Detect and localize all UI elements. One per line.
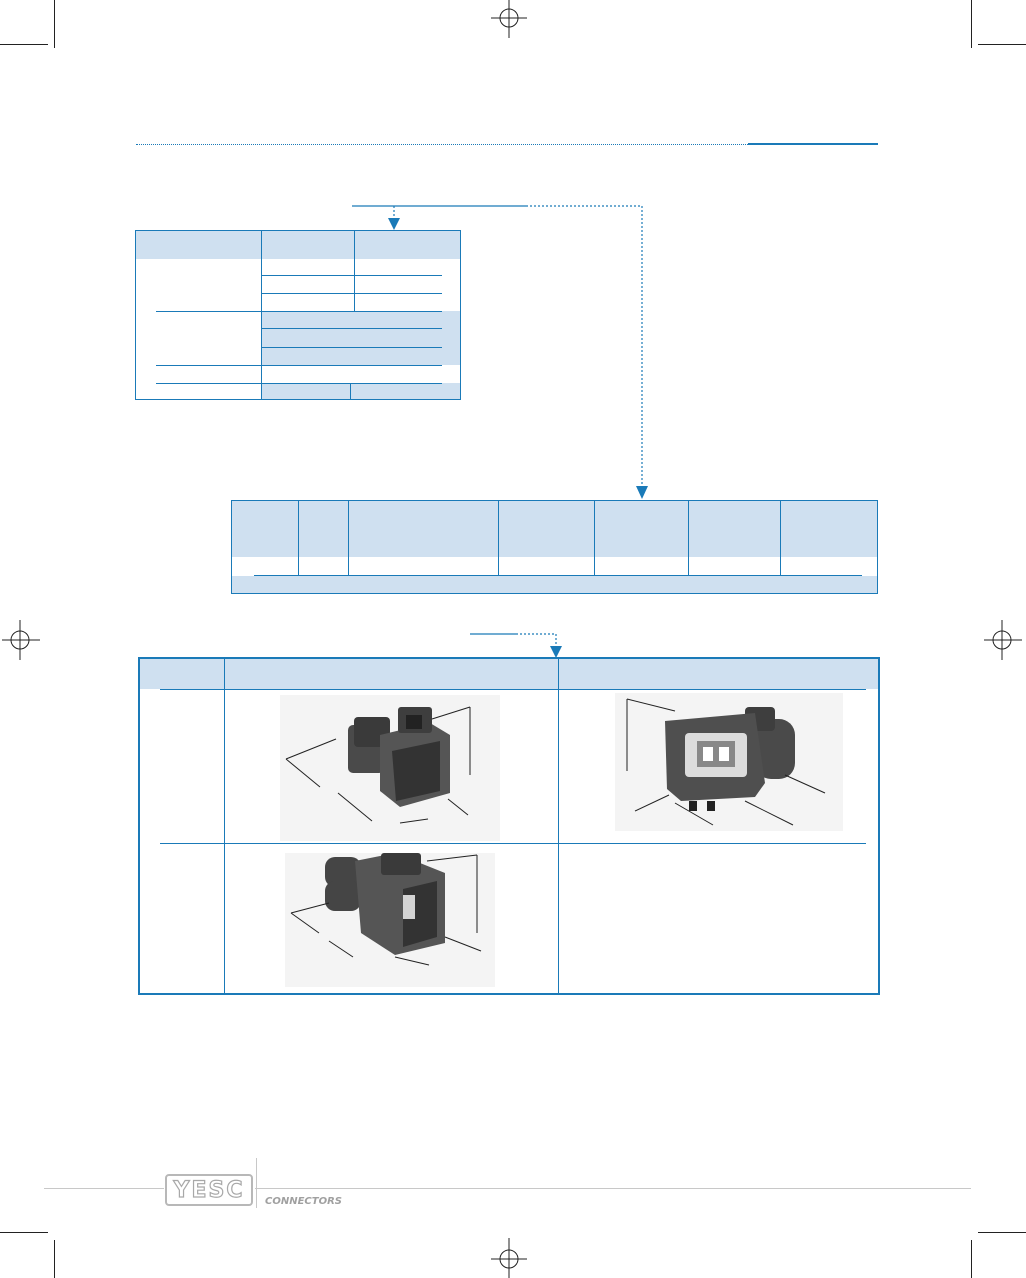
footer-rule xyxy=(255,1188,971,1189)
column-divider xyxy=(688,501,689,593)
connector-arrow-lower xyxy=(470,633,562,658)
row-divider xyxy=(261,293,442,294)
registration-mark-right xyxy=(984,620,1022,660)
logo-subtitle: CONNECTORS xyxy=(265,1196,342,1207)
connector-photo-male-4pin xyxy=(285,853,495,987)
column-divider xyxy=(594,501,595,593)
column-divider xyxy=(224,659,225,995)
crop-mark xyxy=(971,1240,972,1278)
column-divider xyxy=(350,383,351,399)
table-header xyxy=(140,659,878,689)
crop-mark xyxy=(54,1240,55,1278)
row-divider xyxy=(160,843,866,844)
company-logo: YESC xyxy=(165,1174,253,1206)
connector-arrows-top xyxy=(352,205,648,499)
column-divider xyxy=(298,501,299,593)
column-divider xyxy=(261,231,262,399)
table-row-shaded xyxy=(232,576,877,593)
registration-mark-left xyxy=(2,620,40,660)
spec-table-1 xyxy=(135,230,461,400)
crop-mark xyxy=(978,44,1026,45)
crop-mark xyxy=(971,0,972,48)
connector-female-icon xyxy=(626,698,826,826)
column-divider xyxy=(354,231,355,259)
crop-mark xyxy=(0,44,48,45)
table-cell-shaded xyxy=(262,311,460,365)
row-divider xyxy=(156,383,442,384)
crop-mark xyxy=(54,0,55,48)
header-rule xyxy=(136,144,878,145)
row-divider xyxy=(156,311,442,312)
table-header xyxy=(232,501,877,557)
row-divider xyxy=(261,328,442,329)
row-divider xyxy=(156,365,442,366)
row-divider xyxy=(254,575,862,576)
connector-male-icon xyxy=(290,853,482,966)
product-table xyxy=(138,657,880,995)
column-divider xyxy=(558,659,559,995)
spec-table-2 xyxy=(231,500,878,594)
footer-rule xyxy=(44,1188,164,1189)
table-header xyxy=(136,231,460,259)
column-divider xyxy=(354,259,355,311)
table-cell-shaded xyxy=(262,383,460,399)
column-divider xyxy=(780,501,781,593)
header-rule-accent xyxy=(748,143,878,145)
connector-photo-female xyxy=(615,693,843,831)
registration-mark-bottom xyxy=(491,1238,527,1278)
footer-divider xyxy=(256,1158,257,1208)
row-divider xyxy=(261,347,442,348)
registration-mark-top xyxy=(491,0,527,38)
crop-mark xyxy=(0,1232,48,1233)
connector-photo-male-2pin xyxy=(280,695,500,841)
column-divider xyxy=(498,501,499,593)
row-divider xyxy=(261,275,442,276)
column-divider xyxy=(348,501,349,593)
connector-male-icon xyxy=(285,706,471,824)
row-divider xyxy=(160,689,866,690)
crop-mark xyxy=(978,1232,1026,1233)
